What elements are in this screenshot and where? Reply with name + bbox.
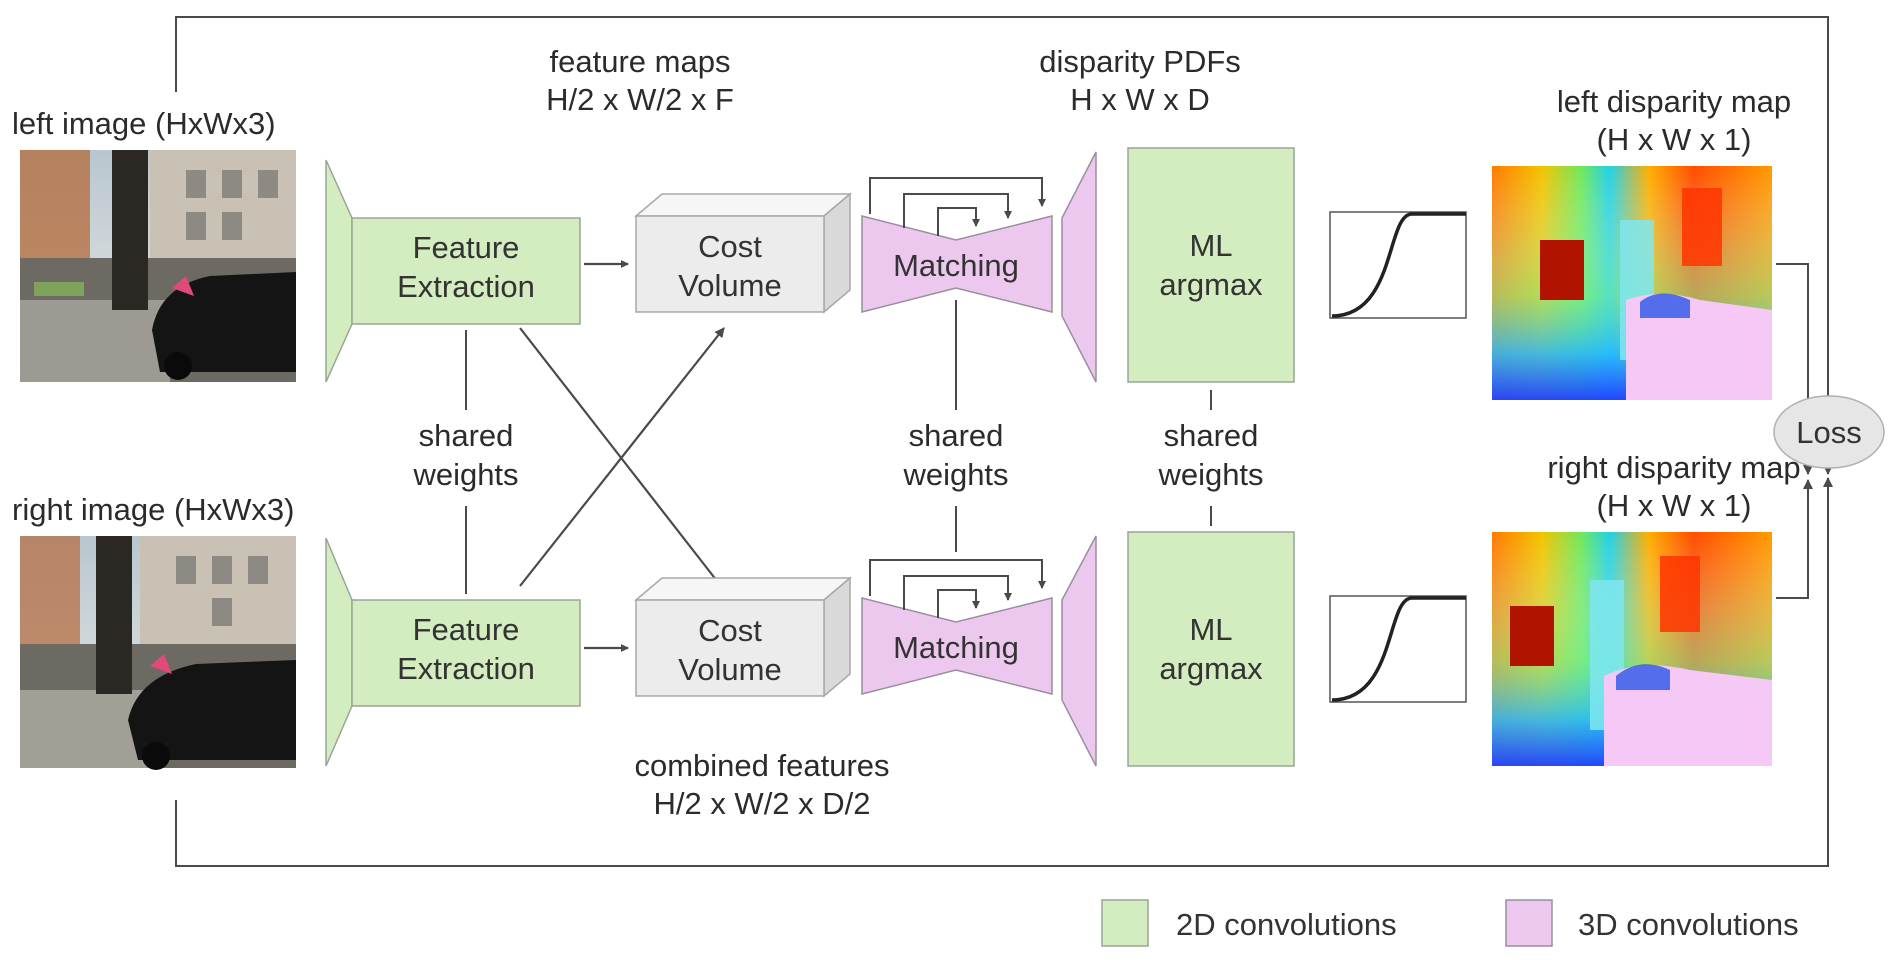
skip-connection-right-to-loss <box>175 477 1833 867</box>
argmax-top-line2: argmax <box>1159 267 1263 302</box>
feature-extraction-left-line1: Feature <box>413 230 520 265</box>
shared-weights-matching-line1: shared <box>909 418 1004 453</box>
argmax-bottom-line2: argmax <box>1159 651 1263 686</box>
cost-volume-block-right: Cost Volume <box>633 576 853 698</box>
combined-features-label: combined features <box>634 748 889 783</box>
shared-weights-fe-line1: shared <box>419 418 514 453</box>
legend-3d-swatch <box>1505 899 1553 947</box>
shared-weights-matching-line2: weights <box>902 457 1008 492</box>
shared-weights-argmax-line2: weights <box>1157 457 1263 492</box>
cost-volume-block-left: Cost Volume <box>633 192 853 314</box>
left-input-image <box>20 150 296 382</box>
right-input-image <box>20 536 296 770</box>
skip-connection-left-to-loss <box>175 16 1833 475</box>
right-image-label: right image (HxWx3) <box>12 492 295 527</box>
loss-node: Loss <box>1773 395 1885 469</box>
arrow-fe-left-to-cost-right <box>519 327 725 591</box>
left-2d-conv-trapezoid <box>325 159 353 383</box>
shared-weights-fe-line2: weights <box>412 457 518 492</box>
legend-2d-label: 2D convolutions <box>1176 907 1397 942</box>
feature-extraction-left-line2: Extraction <box>397 269 535 304</box>
right-disparity-map-image <box>1492 532 1772 766</box>
feature-extraction-block-right: Feature Extraction <box>351 599 581 707</box>
argmax-top-line1: ML <box>1189 228 1232 263</box>
arrow-right-map-to-loss <box>1776 479 1813 599</box>
matching-block-bottom: Matching <box>861 559 1053 695</box>
legend-3d-label: 3D convolutions <box>1578 907 1799 942</box>
right-2d-conv-trapezoid <box>325 537 353 767</box>
argmax-block-bottom: ML argmax <box>1127 531 1295 767</box>
sigmoid-plot-top <box>1329 211 1467 319</box>
right-disparity-map-dims: (H x W x 1) <box>1597 488 1752 523</box>
legend: 2D convolutions 3D convolutions <box>1101 899 1799 947</box>
combined-features-dims: H/2 x W/2 x D/2 <box>653 786 870 821</box>
argmax-bottom-line1: ML <box>1189 612 1232 647</box>
cost-volume-left-line2: Volume <box>678 268 781 303</box>
left-disparity-map-label: left disparity map <box>1557 84 1791 119</box>
shared-weights-argmax-line1: shared <box>1164 418 1259 453</box>
sigmoid-plot-bottom <box>1329 595 1467 703</box>
top-3d-conv-trapezoid <box>1061 151 1097 383</box>
matching-top-label: Matching <box>893 248 1019 283</box>
bottom-3d-conv-trapezoid <box>1061 535 1097 767</box>
cost-volume-right-line1: Cost <box>698 613 762 648</box>
cost-volume-left-line1: Cost <box>698 229 762 264</box>
arrow-fe-right-to-cost-left <box>519 327 725 587</box>
disparity-pdfs-dims: H x W x D <box>1070 82 1210 117</box>
loss-label: Loss <box>1796 415 1861 450</box>
feature-extraction-right-line2: Extraction <box>397 651 535 686</box>
right-disparity-map-label: right disparity map <box>1547 450 1800 485</box>
matching-block-top: Matching <box>861 177 1053 313</box>
matching-bottom-label: Matching <box>893 630 1019 665</box>
left-image-label: left image (HxWx3) <box>12 106 276 141</box>
cost-volume-right-line2: Volume <box>678 652 781 687</box>
legend-2d-swatch <box>1101 899 1149 947</box>
feature-extraction-right-line1: Feature <box>413 612 520 647</box>
disparity-pdfs-label: disparity PDFs <box>1039 44 1241 79</box>
feature-extraction-block-left: Feature Extraction <box>351 217 581 325</box>
argmax-block-top: ML argmax <box>1127 147 1295 383</box>
feature-maps-dims: H/2 x W/2 x F <box>546 82 734 117</box>
left-disparity-map-dims: (H x W x 1) <box>1597 122 1752 157</box>
feature-maps-label: feature maps <box>550 44 731 79</box>
left-disparity-map-image <box>1492 166 1772 400</box>
